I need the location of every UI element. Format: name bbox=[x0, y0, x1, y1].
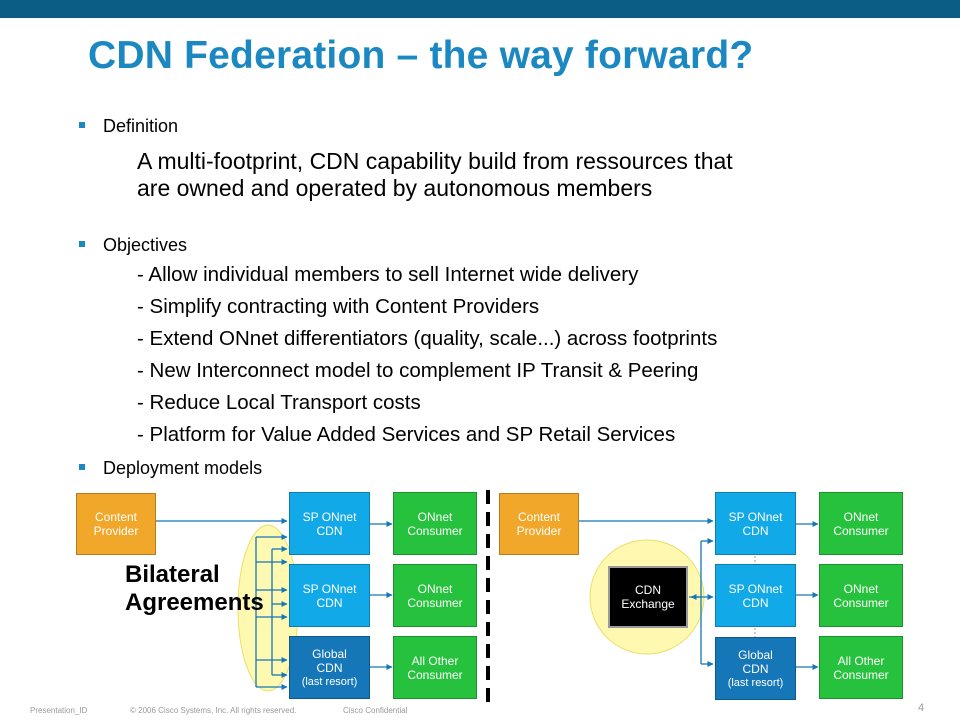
page-number: 4 bbox=[918, 702, 925, 714]
all-other-consumer-box: All Other Consumer bbox=[819, 636, 903, 699]
footer-copyright: © 2006 Cisco Systems, Inc. All rights re… bbox=[130, 706, 297, 715]
box-label: CDN bbox=[742, 661, 769, 676]
box-label: Global bbox=[312, 646, 347, 661]
onnet-consumer-box: ONnet Consumer bbox=[819, 492, 903, 555]
footer-presentation-id: Presentation_ID bbox=[30, 706, 88, 715]
box-label: CDN bbox=[742, 595, 769, 610]
top-bar bbox=[0, 0, 960, 18]
box-label: All Other bbox=[837, 653, 885, 668]
objective-item: - Allow individual members to sell Inter… bbox=[137, 263, 639, 286]
box-label: Global bbox=[738, 647, 773, 662]
box-label: Consumer bbox=[833, 523, 889, 538]
deployment-heading: Deployment models bbox=[103, 458, 263, 478]
box-label: (last resort) bbox=[727, 676, 784, 689]
bilateral-label-line: Bilateral bbox=[125, 561, 220, 588]
definition-line-2: are owned and operated by autonomous mem… bbox=[137, 175, 653, 201]
footer-confidential: Cisco Confidential bbox=[343, 706, 408, 715]
box-label: SP ONnet bbox=[302, 581, 357, 596]
all-other-consumer-box: All Other Consumer bbox=[393, 636, 477, 699]
box-label: CDN bbox=[316, 660, 343, 675]
definition-line-1: A multi-footprint, CDN capability build … bbox=[137, 148, 733, 174]
box-label: (last resort) bbox=[301, 675, 358, 688]
box-label: SP ONnet bbox=[728, 581, 783, 596]
box-label: CDN bbox=[742, 523, 769, 538]
objective-item: - Platform for Value Added Services and … bbox=[137, 423, 676, 446]
onnet-consumer-box: ONnet Consumer bbox=[393, 564, 477, 627]
box-label: ONnet bbox=[417, 581, 453, 596]
slide-title: CDN Federation – the way forward? bbox=[88, 34, 754, 77]
bullet-marker bbox=[79, 464, 85, 470]
objective-item: - Extend ONnet differentiators (quality,… bbox=[137, 327, 718, 350]
box-label: Provider bbox=[93, 524, 139, 538]
box-label: Content bbox=[94, 510, 138, 524]
global-cdn-box: Global CDN (last resort) bbox=[715, 637, 796, 700]
box-label: Consumer bbox=[407, 667, 463, 682]
box-label: CDN bbox=[316, 523, 343, 538]
box-label: Provider bbox=[516, 524, 562, 538]
sp-onnet-cdn-box: SP ONnet CDN bbox=[715, 492, 796, 555]
box-label: Consumer bbox=[833, 595, 889, 610]
box-label: SP ONnet bbox=[728, 509, 783, 524]
cdn-exchange-box: CDN Exchange bbox=[608, 566, 688, 628]
content-provider-box: Content Provider bbox=[76, 493, 156, 555]
box-label: Exchange bbox=[621, 597, 675, 611]
definition-heading: Definition bbox=[103, 116, 179, 136]
sp-onnet-cdn-box: SP ONnet CDN bbox=[715, 564, 796, 627]
box-label: SP ONnet bbox=[302, 509, 357, 524]
onnet-consumer-box: ONnet Consumer bbox=[393, 492, 477, 555]
box-label: Consumer bbox=[407, 595, 463, 610]
box-label: Consumer bbox=[407, 523, 463, 538]
box-label: Consumer bbox=[833, 667, 889, 682]
box-label: CDN bbox=[316, 595, 343, 610]
objective-item: - Reduce Local Transport costs bbox=[137, 391, 421, 414]
onnet-consumer-box: ONnet Consumer bbox=[819, 564, 903, 627]
objective-item: - Simplify contracting with Content Prov… bbox=[137, 295, 540, 318]
sp-onnet-cdn-box: SP ONnet CDN bbox=[289, 564, 370, 627]
box-label: ONnet bbox=[417, 509, 453, 524]
global-cdn-box: Global CDN (last resort) bbox=[289, 636, 370, 699]
box-label: All Other bbox=[411, 653, 459, 668]
objectives-heading: Objectives bbox=[103, 235, 188, 255]
box-label: ONnet bbox=[843, 509, 879, 524]
bilateral-label-line: Agreements bbox=[125, 589, 264, 616]
bullet-marker bbox=[79, 122, 85, 128]
box-label: Content bbox=[517, 510, 561, 524]
box-label: ONnet bbox=[843, 581, 879, 596]
definition-text: A multi-footprint, CDN capability build … bbox=[137, 148, 733, 202]
sp-onnet-cdn-box: SP ONnet CDN bbox=[289, 492, 370, 555]
bilateral-agreements-label: Bilateral Agreements bbox=[125, 561, 264, 617]
box-label: CDN bbox=[635, 583, 661, 597]
content-provider-box: Content Provider bbox=[499, 493, 579, 555]
objective-item: - New Interconnect model to complement I… bbox=[137, 359, 699, 382]
bullet-marker bbox=[79, 241, 85, 247]
